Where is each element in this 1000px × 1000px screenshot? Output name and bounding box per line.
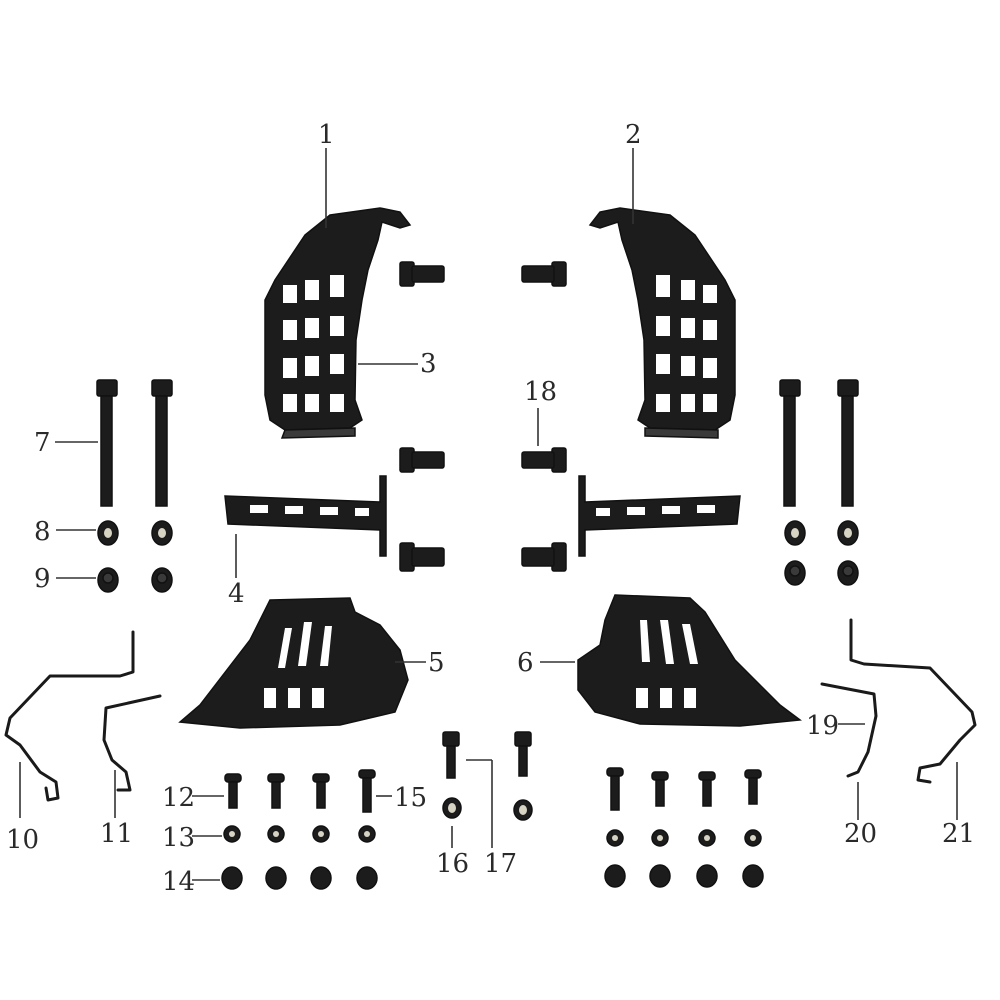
- callout-19: 19: [806, 711, 839, 741]
- callout-6: 6: [517, 648, 534, 678]
- callout-labels: 1 2 3 4 5 6 7 8 9 10 11 12 13 14 15 16 1…: [6, 120, 975, 897]
- callout-15: 15: [394, 783, 427, 813]
- right-wire-brackets: [820, 618, 977, 784]
- callout-10: 10: [6, 825, 39, 855]
- callout-11: 11: [100, 819, 133, 849]
- left-heel-guard: [178, 597, 409, 729]
- flange-bolts-center: [399, 261, 567, 572]
- callout-21: 21: [942, 819, 975, 849]
- callout-16: 16: [436, 849, 469, 879]
- callout-7: 7: [34, 428, 51, 458]
- long-bolts-right: [779, 379, 859, 586]
- callout-14: 14: [162, 867, 195, 897]
- callout-4: 4: [228, 579, 245, 609]
- center-bolts: [442, 731, 533, 821]
- long-bolts-left: [96, 379, 173, 593]
- callout-17: 17: [484, 849, 517, 879]
- right-nerf-bar: [588, 207, 736, 439]
- callout-18: 18: [524, 377, 557, 407]
- callout-5: 5: [428, 648, 445, 678]
- small-bolts-right: [604, 767, 764, 888]
- small-bolts-left: [221, 769, 378, 890]
- callout-9: 9: [34, 564, 51, 594]
- callout-2: 2: [625, 120, 642, 150]
- right-heel-guard: [577, 594, 802, 727]
- callout-8: 8: [34, 517, 51, 547]
- left-nerf-bar: [264, 207, 412, 439]
- right-footpeg: [578, 475, 741, 557]
- leader-lines: [19, 148, 958, 881]
- left-footpeg: [224, 475, 387, 557]
- callout-12: 12: [162, 783, 195, 813]
- callout-13: 13: [162, 823, 195, 853]
- left-wire-brackets: [4, 630, 162, 802]
- callout-3: 3: [420, 349, 437, 379]
- callout-20: 20: [844, 819, 877, 849]
- callout-1: 1: [318, 120, 335, 150]
